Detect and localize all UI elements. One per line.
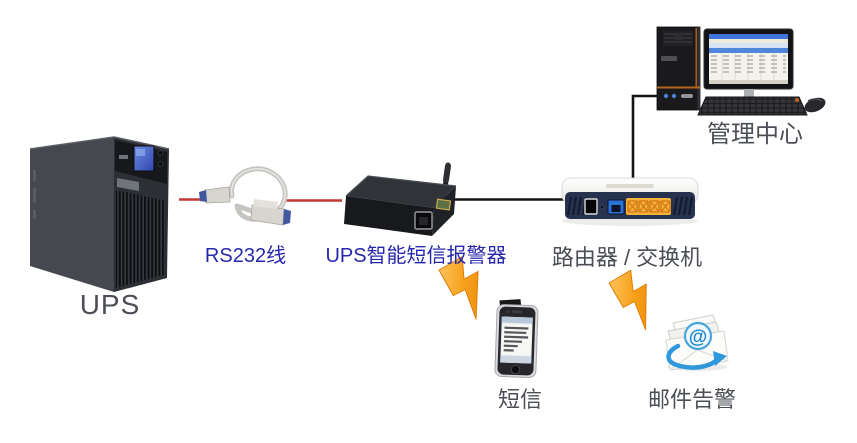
- router-power-port: [584, 198, 598, 215]
- antenna-tip: [443, 163, 451, 183]
- db9-connector: [250, 204, 285, 226]
- app-table-columns: [721, 53, 775, 80]
- rs232-cable-icon: [199, 166, 291, 226]
- pc-drive-bay: [674, 33, 682, 40]
- antenna-connector: [435, 198, 452, 211]
- ups-tower-illustration: [29, 136, 170, 292]
- phone-camera-dot: [506, 310, 510, 314]
- pc-badge: [661, 56, 677, 61]
- app-menu-bar: [709, 39, 788, 43]
- alarm-top-edge: [345, 175, 457, 197]
- sms-alarm-device-icon: [344, 162, 457, 236]
- email-alert-label: 邮件告警: [647, 387, 736, 412]
- pc-usb-port: [671, 93, 677, 99]
- phone-input-bar: [500, 355, 532, 364]
- db9-connector-face: [199, 190, 207, 202]
- ups-side-detail: [33, 170, 36, 181]
- db9-connector-hood: [253, 199, 278, 209]
- email-envelope-icon: @: [665, 314, 729, 371]
- phone-screen-header: [501, 316, 533, 324]
- mouse-highlight: [807, 98, 823, 102]
- router-brand-mark: [606, 184, 654, 188]
- alarm-top-face: [346, 176, 456, 208]
- app-table-header: [709, 48, 788, 53]
- ups-side-detail: [33, 210, 36, 219]
- app-title-bar: [709, 34, 788, 39]
- mobile-phone-icon: [494, 299, 539, 378]
- desktop-computer-icon: [656, 26, 826, 116]
- rj45-port-inner: [419, 217, 428, 225]
- email-swoosh-arrow: [666, 343, 722, 370]
- pc-tower-orange-trim: [695, 28, 697, 88]
- sms-label: 短信: [497, 387, 542, 412]
- app-status-bar: [709, 80, 788, 84]
- pc-orange-divider: [657, 86, 700, 89]
- router-reset-hole: [599, 204, 605, 210]
- ups-top-edge: [29, 136, 170, 150]
- alarm-right-face: [432, 186, 456, 236]
- ups-button: [157, 150, 164, 156]
- cable-highlight: [230, 168, 286, 211]
- alarm-front-face: [344, 196, 434, 236]
- ups-lcd-glare: [136, 149, 145, 156]
- ups-side-detail: [33, 188, 36, 203]
- rs232-cable-label: RS232线: [204, 245, 287, 267]
- app-table-rows: [711, 55, 786, 73]
- pc-tower-edge: [697, 27, 700, 110]
- lightning-bolt-sms-icon: [438, 256, 479, 320]
- ups-button: [157, 161, 164, 167]
- ethernet-link-router-computer: [631, 94, 658, 183]
- sms-alarm-label: UPS智能短信报警器: [325, 245, 507, 267]
- keyboard-accent: [795, 98, 799, 102]
- management-center-label: 管理中心: [707, 121, 803, 148]
- email-at-badge: [683, 321, 713, 351]
- ups-label: UPS: [79, 289, 141, 320]
- router-lan-ports: [627, 200, 671, 213]
- ups-vent-grille: [116, 190, 166, 288]
- router-right-vents: [673, 196, 693, 216]
- pc-usb-port: [663, 93, 669, 99]
- email-at-glyph: @: [689, 327, 708, 348]
- keyboard: [697, 96, 808, 116]
- app-toolbar: [709, 43, 788, 48]
- ups-side-face: [30, 137, 114, 292]
- mouse: [804, 97, 826, 113]
- router-wan-port-inner: [611, 205, 621, 212]
- ups-logo-plate: [119, 155, 128, 159]
- email-swoosh-arrowhead: [713, 351, 727, 366]
- phone-home-button: [510, 364, 521, 375]
- monitor-stand: [744, 89, 754, 101]
- phone-message-text: [503, 326, 529, 352]
- db9-connector: [204, 186, 231, 204]
- lightning-bolt-email-icon: [608, 269, 647, 331]
- pc-power-button: [681, 94, 693, 98]
- ups-name-plate: [117, 178, 139, 191]
- phone-speaker: [511, 310, 522, 314]
- router-label: 路由器 / 交换机: [551, 245, 703, 270]
- db9-connector-face: [283, 209, 291, 225]
- router-icon: [561, 177, 699, 226]
